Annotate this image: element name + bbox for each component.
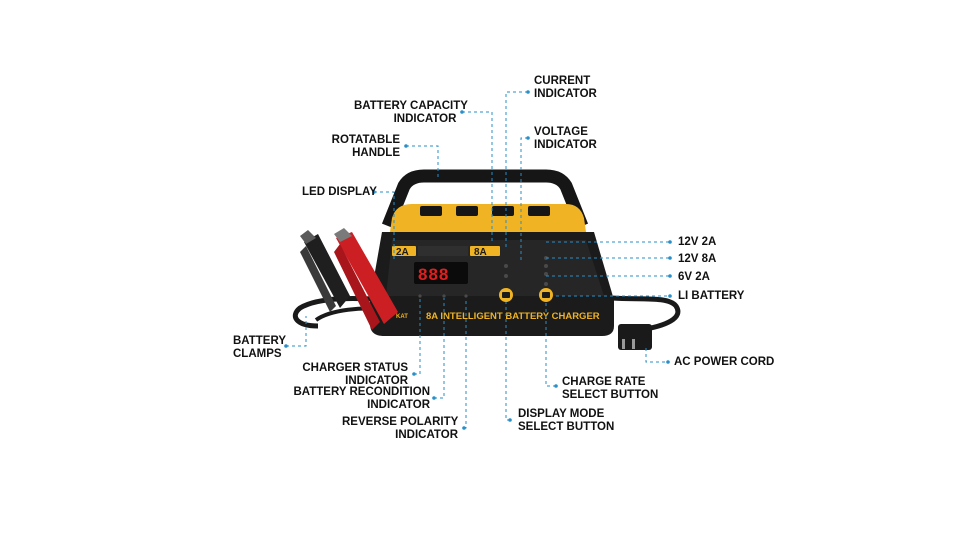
callout-line: INDICATOR [395, 428, 458, 441]
callout-line: ROTATABLE [331, 134, 400, 146]
callout-line: DISPLAY MODE [518, 408, 605, 420]
callout-12v-8a: 12V 8A [678, 253, 716, 266]
callout-line: CLAMPS [233, 347, 282, 360]
callout-line: LED DISPLAY [302, 186, 377, 198]
leader-voltage [520, 137, 528, 262]
callout-line: CURRENT [534, 75, 591, 87]
callout-line: 6V 2A [678, 271, 710, 283]
leader-status [414, 298, 421, 375]
callout-ac-power-cord: AC POWER CORD [674, 356, 774, 369]
callout-line: BATTERY [233, 335, 287, 347]
leader-current [505, 91, 528, 250]
callout-line: SELECT BUTTON [562, 388, 659, 401]
callout-battery-clamps: BATTERY CLAMPS [233, 335, 286, 360]
black-clamp [300, 230, 350, 312]
panel-buttons [499, 288, 553, 302]
callout-display-mode-select-button: DISPLAY MODE SELECT BUTTON [518, 408, 614, 433]
callout-line: INDICATOR [534, 138, 597, 151]
callout-line: CHARGE RATE [562, 376, 646, 388]
charger-top [390, 204, 586, 232]
callout-6v-2a: 6V 2A [678, 271, 710, 284]
callout-battery-recondition-indicator: BATTERY RECONDITION INDICATOR [290, 386, 430, 411]
leader-cord [645, 348, 668, 363]
panel-labels: 2A 8A KAT 8A INTELLIGENT BATTERY CHARGER [396, 247, 600, 322]
ac-power-cord [611, 295, 681, 350]
callout-line: 12V 8A [678, 253, 717, 265]
brand-mark: KAT [396, 314, 408, 320]
charger-title: 8A INTELLIGENT BATTERY CHARGER [426, 311, 600, 322]
red-clamp [334, 228, 398, 330]
leader-handle [406, 145, 439, 178]
led-display: 888 [414, 262, 468, 284]
rate-high-label: 8A [474, 247, 487, 258]
callout-led-display: LED DISPLAY [302, 186, 377, 199]
callout-line: INDICATOR [345, 374, 408, 387]
callout-line: LI BATTERY [678, 290, 745, 302]
callout-charge-rate-select-button: CHARGE RATE SELECT BUTTON [562, 376, 658, 401]
rate-low-label: 2A [396, 247, 409, 258]
callout-line: HANDLE [352, 146, 400, 159]
leader-capacity [462, 111, 493, 244]
leader-led-display [374, 191, 395, 262]
callout-line: BATTERY RECONDITION [293, 386, 430, 398]
callout-12v-2a: 12V 2A [678, 236, 716, 249]
callout-line: AC POWER CORD [674, 356, 775, 368]
callout-line: REVERSE POLARITY [342, 416, 459, 428]
callout-line: CHARGER STATUS [302, 362, 408, 374]
callout-line: INDICATOR [367, 398, 430, 411]
leader-clamps [286, 316, 307, 347]
callout-battery-capacity-indicator: BATTERY CAPACITY INDICATOR [354, 100, 468, 125]
callout-line: VOLTAGE [534, 126, 588, 138]
callout-line: SELECT BUTTON [518, 420, 615, 433]
callout-li-battery: LI BATTERY [678, 290, 744, 303]
led-digits: 888 [418, 265, 449, 284]
callout-rotatable-handle: ROTATABLE HANDLE [326, 134, 400, 159]
callout-charger-status-indicator: CHARGER STATUS INDICATOR [298, 362, 408, 387]
callout-line: BATTERY CAPACITY [354, 100, 468, 112]
callout-line: 12V 2A [678, 236, 717, 248]
handle [381, 169, 589, 229]
leader-charge-rate [545, 302, 556, 387]
callout-line: INDICATOR [393, 112, 457, 125]
leader-dots [284, 90, 672, 430]
callout-current-indicator: CURRENT INDICATOR [534, 75, 597, 100]
callout-reverse-polarity-indicator: REVERSE POLARITY INDICATOR [342, 416, 458, 441]
callout-line: INDICATOR [534, 87, 597, 100]
callout-voltage-indicator: VOLTAGE INDICATOR [534, 126, 597, 151]
